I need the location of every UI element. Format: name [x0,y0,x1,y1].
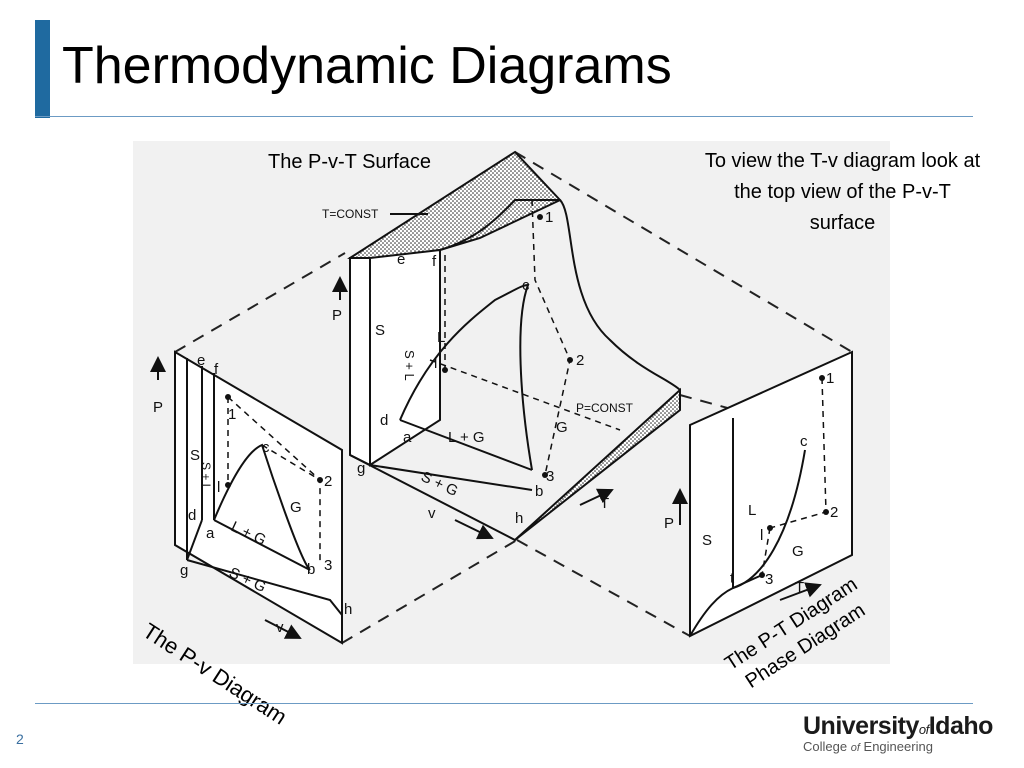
label-point-d-pv: d [188,507,196,524]
footer-divider [35,703,973,704]
slide-title: Thermodynamic Diagrams [62,37,672,95]
label-point-4-surface: 3 [546,468,554,485]
label-point-f-pv: f [214,361,219,378]
label-point-2-surface: 1 [545,209,553,226]
label-axis-p-pt: P [664,515,674,532]
pvt-surface-figure: T=CONST P=CONST P P P T T v v S S S L L … [150,150,853,645]
state-points [225,214,829,578]
label-point-c-pv: c [262,439,270,456]
label-s-plus-l-pv: S + L [199,462,213,491]
label-p-const: P=CONST [576,401,634,415]
label-l-surface: L [437,329,445,346]
label-s-pv: S [190,447,200,464]
label-axis-v-pv: v [276,619,284,636]
label-point-g-pv: g [180,562,188,579]
label-axis-t-surface: T [600,495,609,512]
logo-college-name: College of Engineering [803,739,933,754]
label-s-pt: S [702,532,712,549]
label-axis-p-surface: P [332,307,342,324]
label-t-const: T=CONST [322,207,379,221]
label-point-3-pv: 2 [324,473,332,490]
label-point-f-surface: f [432,253,437,270]
label-point-4-pv: 3 [324,557,332,574]
label-s-surface: S [375,322,385,339]
label-point-a-surface: a [403,429,412,446]
label-point-3-pt: 2 [830,504,838,521]
label-axis-p-pv: P [153,399,163,416]
projection-lines [174,151,853,644]
label-point-d-surface: d [380,412,388,429]
label-point-2-pt: 1 [826,370,834,387]
title-divider [35,116,973,117]
label-point-b-pv: b [307,561,315,578]
label-point-a-pv: a [206,525,215,542]
label-point-b-surface: b [535,483,543,500]
pt-panel [672,350,853,638]
label-s-plus-l-surface: S + L [402,350,417,381]
label-g-pv: G [290,499,302,516]
label-point-l-pt: l [760,527,763,544]
university-logo: UniversityofIdaho College of Engineering [803,712,1015,760]
label-axis-v-surface: v [428,505,436,522]
label-point-e-surface: e [397,251,405,268]
label-point-h-pv: h [344,601,352,618]
label-point-t-pt: t [730,570,735,587]
label-point-c-pt: c [800,433,808,450]
logo-university-name: UniversityofIdaho [803,712,993,740]
label-point-c-surface: c [522,277,530,294]
label-s-plus-g-surface: S + G [418,468,460,500]
label-point-3-surface: 2 [576,352,584,369]
label-g-surface: G [556,419,568,436]
pvt-surface-caption: The P-v-T Surface [268,151,432,173]
label-g-pt: G [792,543,804,560]
label-point-4-pt: 3 [765,571,773,588]
label-point-g-surface: g [357,460,365,477]
label-axis-t-pt: T [795,579,804,596]
label-point-h-surface: h [515,510,523,527]
pv-panel [150,350,343,645]
label-l-plus-g-surface: L + G [448,429,485,446]
title-accent-bar [35,20,50,118]
label-point-e-pv: e [197,352,205,369]
slide-number: 2 [16,731,24,747]
tv-diagram-note: To view the T-v diagram look at the top … [704,150,981,234]
label-point-2-pv: 1 [228,406,236,423]
label-point-l-surface: l [434,355,437,372]
label-l-pt: L [748,502,756,519]
pvt-surface [332,150,681,542]
label-point-l-pv: l [217,479,220,496]
